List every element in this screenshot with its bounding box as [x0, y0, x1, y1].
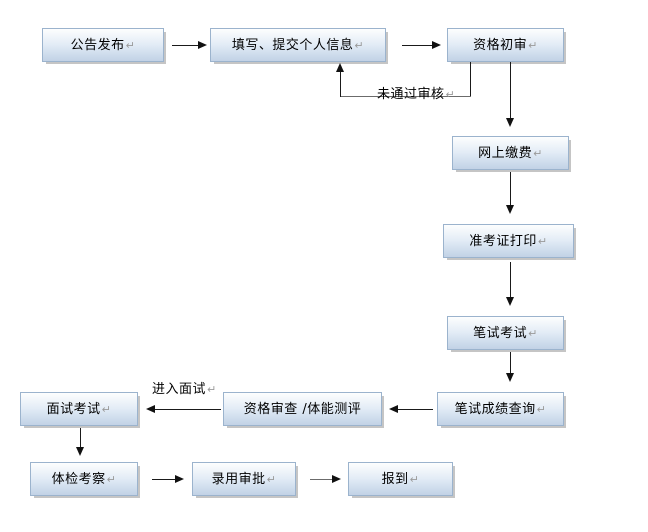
- node-print-ticket[interactable]: 准考证打印↵: [443, 224, 574, 258]
- node-prelim-qual-label: 资格初审: [473, 37, 528, 53]
- node-submit-info[interactable]: 填写、提交个人信息↵: [210, 28, 386, 62]
- arrow-head-down-icon: [75, 447, 84, 456]
- arrow-head-up-icon: [335, 63, 344, 72]
- node-announce-label: 公告发布: [70, 37, 125, 53]
- node-medical[interactable]: 体检考察↵: [30, 462, 138, 496]
- pilcrow-icon: ↵: [528, 38, 538, 52]
- node-hire-approve-label: 录用审批: [211, 471, 266, 487]
- node-interview[interactable]: 面试考试↵: [20, 392, 138, 426]
- node-written-exam[interactable]: 笔试考试↵: [447, 316, 564, 350]
- node-print-ticket-label: 准考证打印: [469, 233, 537, 249]
- node-interview-label: 面试考试: [46, 401, 101, 417]
- edge-label-review-failed-text: 未通过审核: [377, 87, 445, 102]
- node-prelim-qual[interactable]: 资格初审↵: [447, 28, 564, 62]
- pilcrow-icon: ↵: [533, 146, 543, 160]
- node-medical-label: 体检考察: [51, 471, 106, 487]
- node-hire-approve[interactable]: 录用审批↵: [192, 462, 296, 496]
- arrow-head-right-icon: [198, 40, 207, 49]
- node-online-pay-label: 网上缴费: [478, 145, 533, 161]
- node-score-query[interactable]: 笔试成绩查询↵: [437, 392, 564, 426]
- pilcrow-icon: ↵: [207, 383, 217, 396]
- pilcrow-icon: ↵: [106, 472, 117, 486]
- arrow-head-right-icon: [175, 474, 184, 483]
- arrow-head-down-icon: [505, 373, 514, 382]
- arrow-head-left-icon: [146, 404, 155, 413]
- node-submit-info-label: 填写、提交个人信息: [231, 37, 354, 53]
- edge-label-enter-interview-text: 进入面试: [152, 382, 207, 397]
- node-online-pay[interactable]: 网上缴费↵: [452, 136, 569, 170]
- node-report-in[interactable]: 报到↵: [348, 462, 453, 496]
- node-qual-review[interactable]: 资格审查 /体能测评: [223, 392, 382, 426]
- pilcrow-icon: ↵: [445, 88, 456, 101]
- pilcrow-icon: ↵: [354, 38, 365, 52]
- node-report-in-label: 报到: [381, 471, 409, 487]
- pilcrow-icon: ↵: [125, 38, 136, 52]
- edge-label-review-failed: 未通过审核↵: [377, 83, 455, 102]
- pilcrow-icon: ↵: [536, 402, 547, 416]
- arrow-head-right-icon: [332, 474, 341, 483]
- node-written-exam-label: 笔试考试: [473, 325, 528, 341]
- node-score-query-label: 笔试成绩查询: [454, 401, 536, 417]
- arrow-head-down-icon: [505, 118, 514, 127]
- pilcrow-icon: ↵: [528, 326, 538, 340]
- pilcrow-icon: ↵: [537, 234, 548, 248]
- arrow-head-down-icon: [505, 205, 514, 214]
- node-announce[interactable]: 公告发布↵: [42, 28, 164, 62]
- arrow-head-down-icon: [505, 297, 514, 306]
- pilcrow-icon: ↵: [266, 472, 277, 486]
- pilcrow-icon: ↵: [409, 472, 420, 486]
- arrow-head-left-icon: [389, 404, 398, 413]
- pilcrow-icon: ↵: [101, 402, 112, 416]
- arrow-head-right-icon: [432, 40, 441, 49]
- node-qual-review-label: 资格审查 /体能测评: [243, 401, 362, 417]
- edge-label-enter-interview: 进入面试↵: [152, 378, 217, 397]
